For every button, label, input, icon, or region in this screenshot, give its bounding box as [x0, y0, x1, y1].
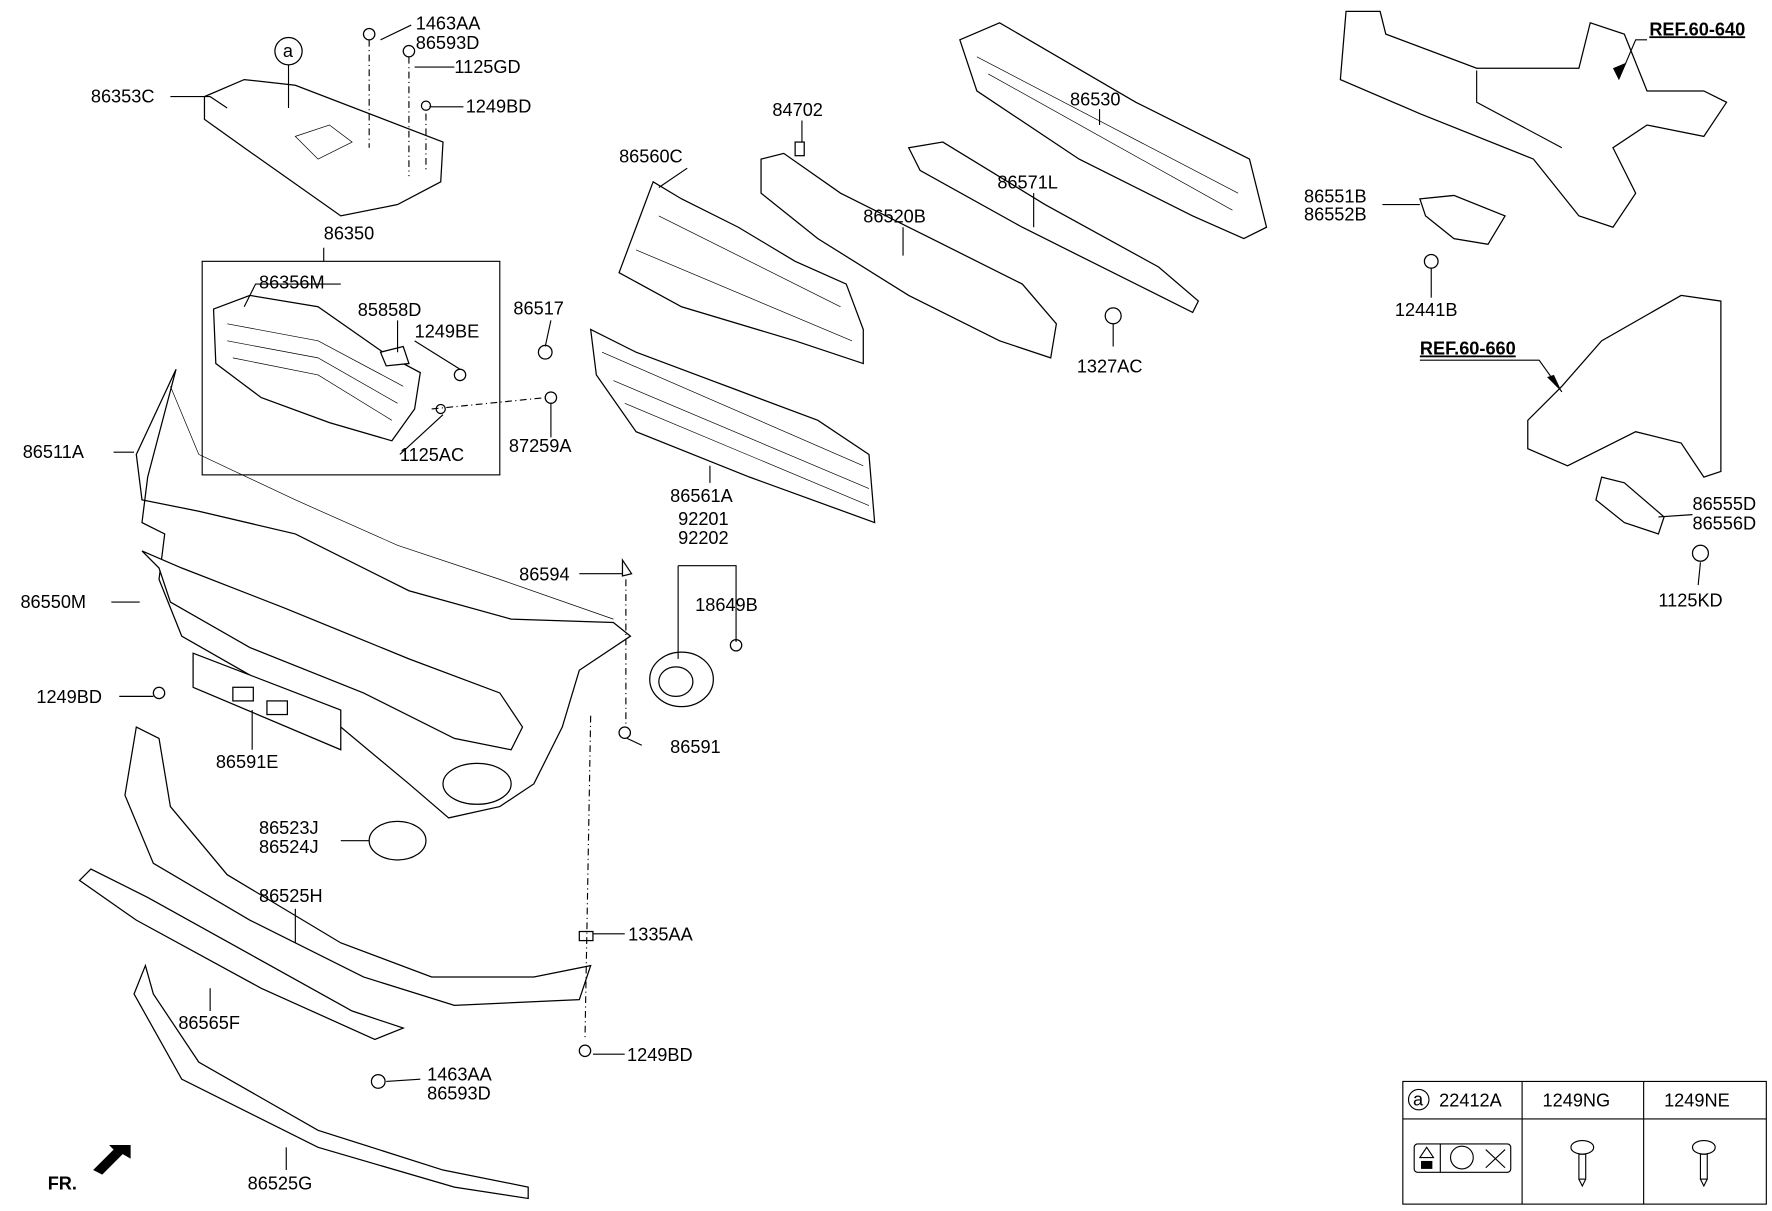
label-86556D: 86556D: [1692, 513, 1756, 533]
label-1125KD: 1125KD: [1658, 591, 1722, 611]
label-18649B: 18649B: [695, 595, 758, 615]
label-86525G: 86525G: [248, 1173, 313, 1193]
part-86550M-bracket: [141, 550, 524, 751]
label-86565F: 86565F: [178, 1013, 240, 1033]
label-86594: 86594: [519, 565, 570, 585]
label-92201: 92201: [678, 509, 729, 529]
part-1327AC-nut: [1104, 307, 1122, 325]
part-86520B-absorber: [760, 152, 1058, 359]
part-86530-beam: [959, 22, 1268, 240]
label-86525H: 86525H: [259, 886, 323, 906]
label-1249BD: 1249BD: [466, 97, 532, 117]
screw-icon: [1691, 1139, 1716, 1188]
label-86593D: 86593D: [427, 1084, 491, 1104]
screw-icon: [1570, 1139, 1595, 1188]
label-86520B: 86520B: [863, 207, 926, 227]
part-86555D-bracket: [1595, 476, 1665, 535]
part-86525H-lower-lip: [124, 726, 592, 1006]
label-86560C: 86560C: [619, 147, 683, 167]
label-1327AC: 1327AC: [1077, 357, 1143, 377]
part-86356M-grille: [212, 294, 421, 442]
label-86571L: 86571L: [997, 173, 1058, 193]
label-86511A: 86511A: [23, 442, 85, 462]
label-1125AC: 1125AC: [400, 445, 464, 465]
ref-arrow-660: [1547, 374, 1562, 392]
label-1249BD: 1249BD: [36, 687, 102, 707]
label-85858D: 85858D: [358, 300, 422, 320]
label-87259A: 87259A: [509, 436, 572, 456]
part-87259A-clip: [544, 391, 558, 404]
label-1125GD: 1125GD: [454, 57, 520, 77]
label-86555D: 86555D: [1692, 494, 1756, 514]
label-86591E: 86591E: [216, 752, 279, 772]
label-86356M: 86356M: [259, 273, 325, 293]
label-86550M: 86550M: [20, 592, 86, 612]
part-84702-clip: [794, 141, 805, 157]
label-1335AA: 1335AA: [628, 925, 694, 945]
label-86591: 86591: [670, 737, 721, 757]
leader-lines: [111, 24, 1702, 1171]
label-86530: 86530: [1070, 90, 1121, 110]
part-86350-grille-box: [201, 260, 501, 476]
front-direction-label: FR.: [48, 1173, 77, 1193]
legend-part-22412A: 22412A: [1439, 1090, 1502, 1110]
label-86561A: 86561A: [670, 486, 733, 506]
part-86560C-upper-grille: [618, 180, 864, 365]
callout-a-text: a: [283, 41, 294, 61]
legend-callout-a: a: [1413, 1089, 1424, 1109]
label-86353C: 86353C: [91, 86, 155, 106]
label-84702: 84702: [772, 100, 823, 120]
part-labels: 1463AA 86593D 86353C 1125GD 1249BD 86350…: [20, 14, 1756, 1194]
ref-60-640-radiator-support: [1339, 10, 1728, 228]
label-86350: 86350: [324, 224, 375, 244]
label-1463AA: 1463AA: [416, 14, 482, 34]
reference-link-60-660[interactable]: REF.60-660: [1420, 338, 1516, 358]
label-1249BE: 1249BE: [415, 321, 480, 341]
front-direction-arrow-icon: [93, 1145, 131, 1175]
part-86517-clip: [537, 344, 553, 360]
label-12441B: 12441B: [1395, 300, 1458, 320]
label-86593D: 86593D: [416, 33, 480, 53]
label-86552B: 86552B: [1304, 204, 1367, 224]
label-86551B: 86551B: [1304, 186, 1367, 206]
part-86353C-cover: [203, 78, 444, 217]
label-92202: 92202: [678, 528, 729, 548]
part-86565F-skid: [78, 868, 406, 1041]
reference-link-60-640[interactable]: REF.60-640: [1649, 19, 1745, 39]
label-86524J: 86524J: [259, 837, 319, 857]
legend-part-1249NG: 1249NG: [1543, 1090, 1611, 1110]
legend-part-1249NE: 1249NE: [1664, 1090, 1730, 1110]
label-86517: 86517: [513, 299, 564, 319]
warning-label-icon: [1413, 1143, 1512, 1173]
part-86571L-bar: [907, 141, 1200, 314]
part-86525G-strip: [133, 963, 529, 1200]
legend-table: a 22412A 1249NG 1249NE: [1402, 1080, 1767, 1205]
label-1463AA: 1463AA: [427, 1064, 493, 1084]
label-86523J: 86523J: [259, 818, 319, 838]
ref-60-660-fender: [1527, 294, 1722, 478]
part-86551B-bracket: [1419, 194, 1506, 245]
ref-arrow-640: [1612, 62, 1627, 80]
part-86523J-fog-bezel: [368, 820, 427, 861]
label-1249BD: 1249BD: [627, 1045, 693, 1065]
